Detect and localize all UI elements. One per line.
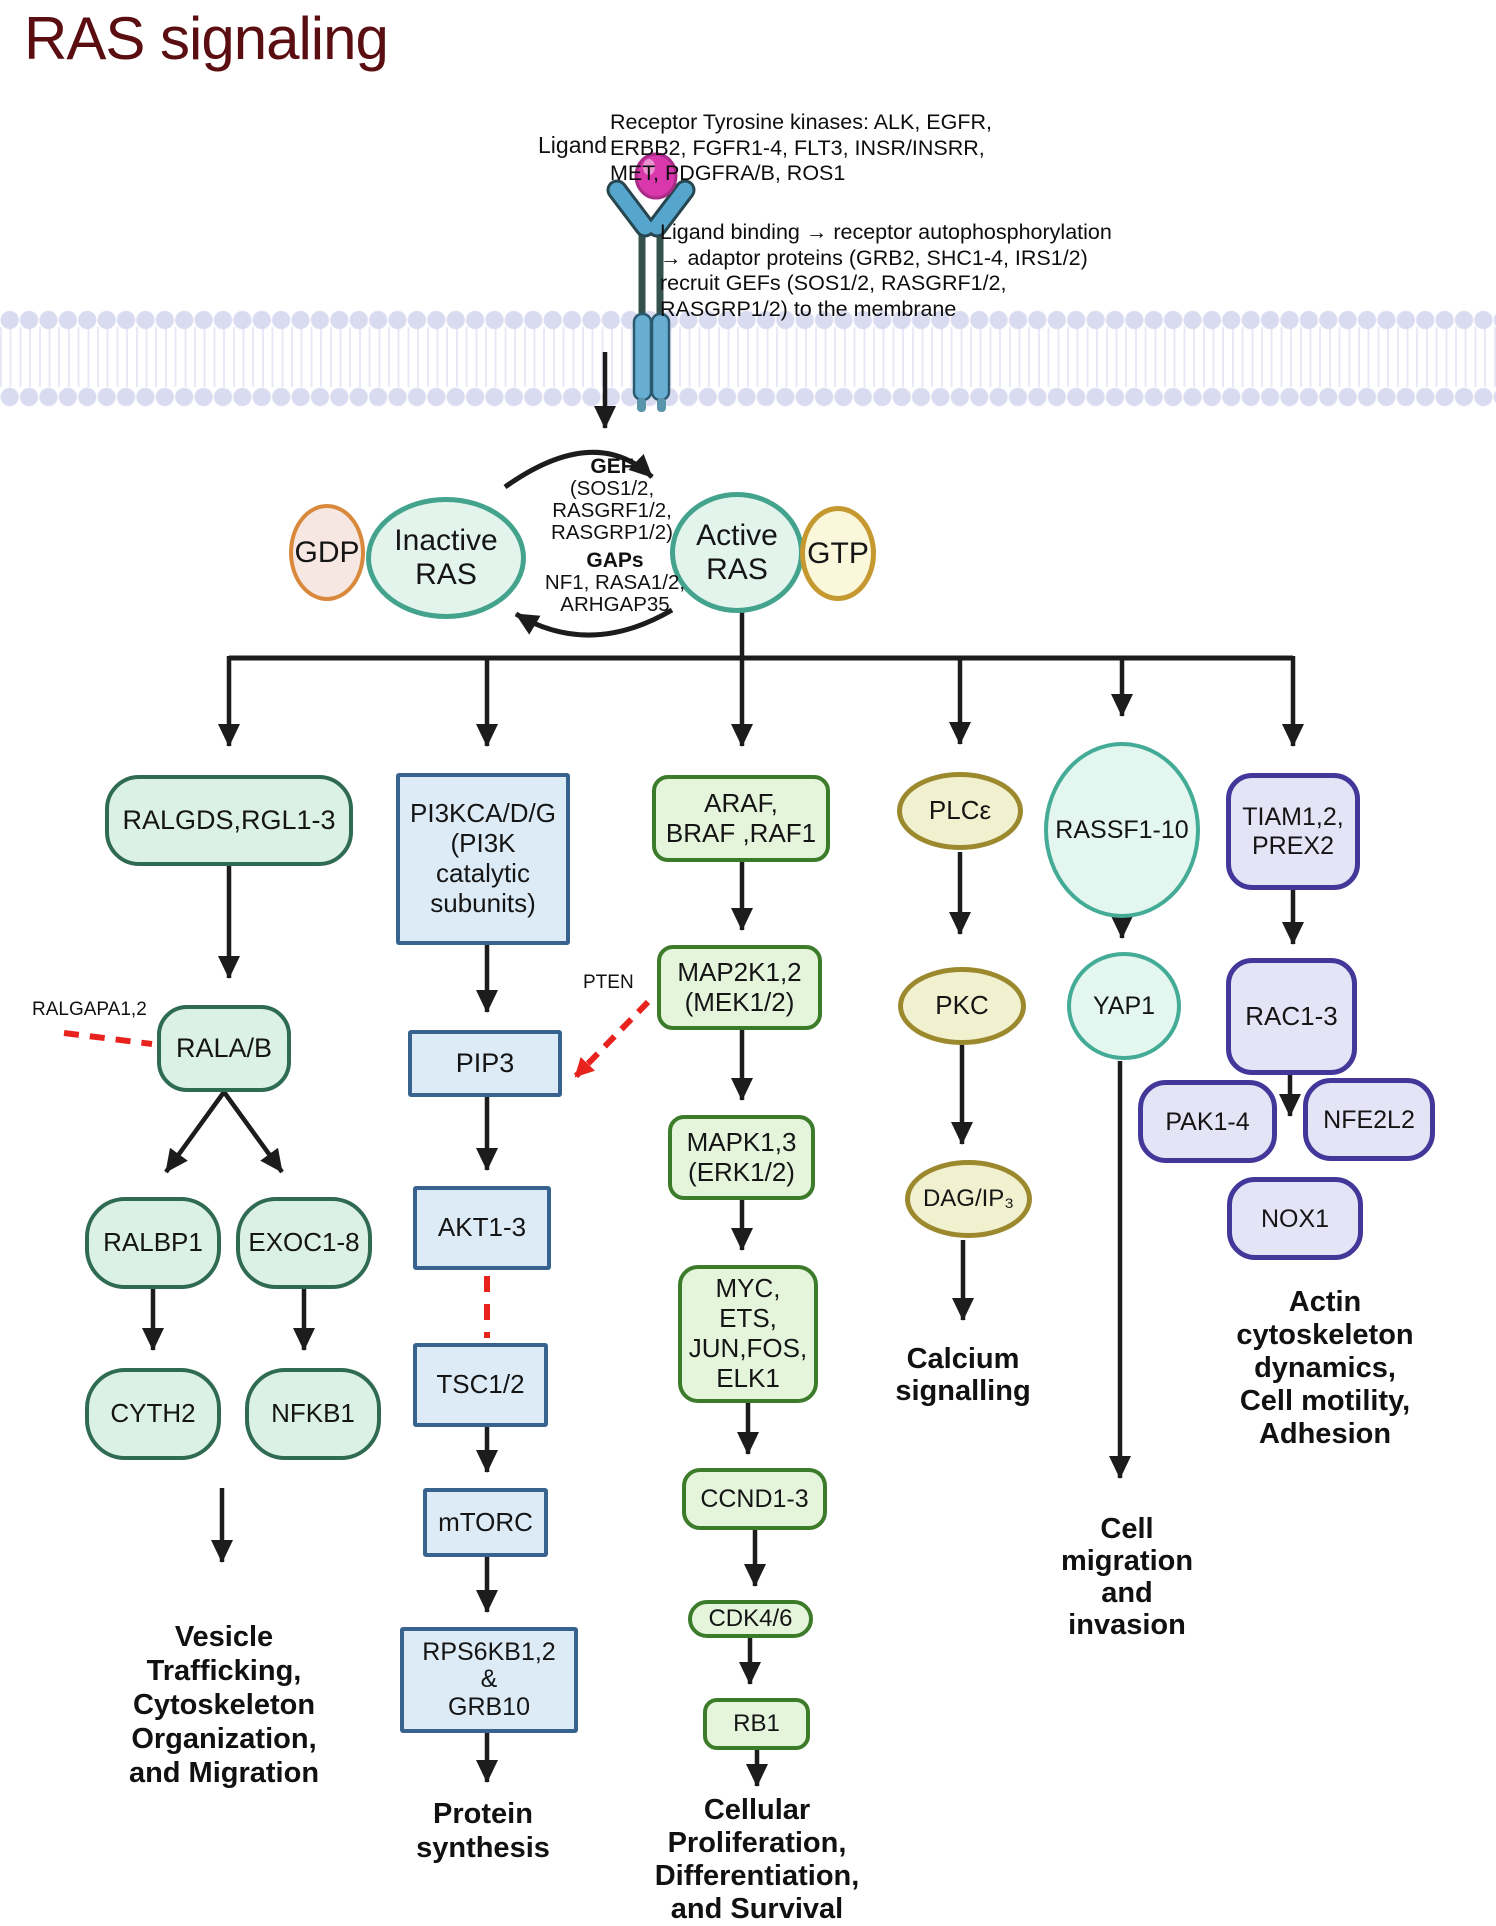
ligand-ball-icon <box>634 152 678 200</box>
pten-inhibit-arrow <box>573 999 651 1079</box>
node-inactive-ras: Inactive RAS <box>366 497 526 619</box>
node-plce: PLCε <box>897 772 1023 850</box>
node-cdk4-6: CDK4/6 <box>688 1600 813 1638</box>
ligand-binding-text: Ligand binding → receptor autophosphoryl… <box>660 220 1112 321</box>
node-rps6kb: RPS6KB1,2 & GRB10 <box>400 1627 578 1733</box>
node-pkc: PKC <box>898 967 1026 1045</box>
node-yap1: YAP1 <box>1067 952 1181 1060</box>
membrane-lipid-tails <box>0 327 1496 387</box>
node-rb1: RB1 <box>703 1698 810 1750</box>
node-dag-ip3: DAG/IP₃ <box>905 1160 1032 1238</box>
pten-label: PTEN <box>583 972 634 993</box>
node-gdp: GDP <box>289 504 365 601</box>
node-rassf1-10: RASSF1-10 <box>1044 742 1200 918</box>
node-ccnd1-3: CCND1-3 <box>682 1468 827 1530</box>
outcome-vesicle-trafficking: Vesicle Trafficking, Cytoskeleton Organi… <box>128 1621 320 1789</box>
node-active-ras: Active RAS <box>670 492 804 613</box>
node-pak1-4: PAK1-4 <box>1138 1080 1277 1163</box>
outcome-cell-migration: Cell migration and invasion <box>1060 1513 1194 1641</box>
node-gtp: GTP <box>800 506 876 601</box>
node-nfkb1: NFKB1 <box>245 1368 381 1460</box>
ralgapa-inhibit-line <box>63 1030 153 1047</box>
node-nfe2l2: NFE2L2 <box>1303 1078 1435 1161</box>
gef-title: GEF <box>590 455 634 478</box>
rtk-list-text: Receptor Tyrosine kinases: ALK, EGFR, ER… <box>610 110 992 186</box>
node-akt1-3: AKT1-3 <box>413 1186 551 1270</box>
node-araf-braf-raf1: ARAF, BRAF ,RAF1 <box>652 775 830 862</box>
node-cyth2: CYTH2 <box>85 1368 221 1460</box>
outcome-actin-cytoskeleton: Actin cytoskeleton dynamics, Cell motili… <box>1236 1286 1414 1450</box>
node-mapk: MAPK1,3 (ERK1/2) <box>668 1115 815 1200</box>
gaps-title: GAPs <box>586 549 644 572</box>
node-myc-ets-jun-fos-elk1: MYC, ETS, JUN,FOS, ELK1 <box>678 1265 818 1403</box>
gef-list: (SOS1/2, RASGRF1/2, RASGRP1/2) <box>551 477 673 544</box>
node-pi3k: PI3KCA/D/G (PI3K catalytic subunits) <box>396 773 570 945</box>
node-mtorc: mTORC <box>423 1488 548 1557</box>
node-tiam-prex2: TIAM1,2, PREX2 <box>1226 773 1360 890</box>
node-ralgds: RALGDS,RGL1-3 <box>105 775 353 866</box>
membrane-top-lipid-row <box>0 310 1496 330</box>
node-ralbp1: RALBP1 <box>85 1197 221 1289</box>
outcome-cellular-proliferation: Cellular Proliferation, Differentiation,… <box>654 1794 860 1925</box>
ralgapa-label: RALGAPA1,2 <box>32 999 147 1020</box>
node-tsc1-2: TSC1/2 <box>413 1343 548 1427</box>
node-map2k: MAP2K1,2 (MEK1/2) <box>657 945 822 1030</box>
node-pip3: PIP3 <box>408 1030 562 1097</box>
page-title: RAS signaling <box>24 5 389 72</box>
node-rala-b: RALA/B <box>157 1005 291 1092</box>
node-nox1: NOX1 <box>1227 1177 1363 1260</box>
node-rac1-3: RAC1-3 <box>1226 958 1357 1075</box>
ligand-label: Ligand <box>538 132 608 158</box>
outcome-protein-synthesis: Protein synthesis <box>416 1798 550 1864</box>
membrane-bottom-lipid-row <box>0 387 1496 407</box>
receptor-icon <box>606 152 696 412</box>
node-exoc1-8: EXOC1-8 <box>236 1197 372 1289</box>
outcome-calcium-signalling: Calcium signalling <box>895 1343 1031 1407</box>
gaps-list: NF1, RASA1/2, ARHGAP35 <box>544 571 686 616</box>
